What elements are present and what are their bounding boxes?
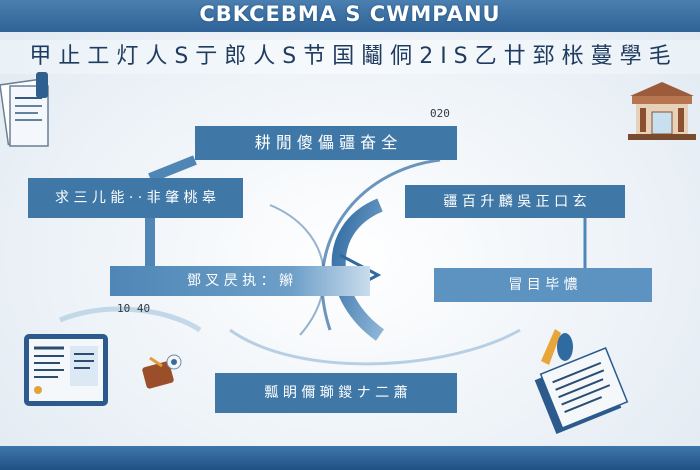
swoosh-curve-3 [269, 204, 325, 336]
connector-top-left [148, 155, 197, 183]
top-number-label: 020 [430, 107, 450, 120]
node-right-upper: 疆 百 升 麟 吳 正 口 玄 [405, 185, 625, 218]
bottom-arc [229, 328, 521, 366]
brand-title: CBKCEBMA S CWMPANU [199, 2, 501, 26]
node-right-lower: 冒 目 毕 憹 [434, 268, 652, 302]
swoosh-curve-2 [320, 158, 441, 331]
gift-icon [142, 354, 182, 389]
building-icon [628, 82, 696, 140]
header-band [0, 0, 700, 32]
node-left-upper: 求 三 儿 能 · · 非 肇 桃 皋 [28, 178, 243, 218]
node-bottom-center: 瓢 眀 儞 瑡 鑁 ナ 二 蕭 [215, 373, 457, 413]
node-top-center: 耕 閒 傻 儡 疆 奋 全 [195, 126, 457, 160]
node-middle-arrow: 鄧 叉 昃 执 ： 辮 [110, 266, 370, 296]
left-arc [59, 306, 202, 333]
footer-band [0, 446, 700, 470]
left-number-label: 10 40 [117, 302, 151, 315]
page-subtitle: 甲 止 工 灯 人 S 亍 郎 人 S 节 国 鬮 侗 2 I S 乙 廿 郅 … [0, 40, 700, 74]
document-pen-icon [534, 329, 629, 434]
tablet-icon [24, 334, 108, 406]
documents-icon [0, 72, 49, 147]
